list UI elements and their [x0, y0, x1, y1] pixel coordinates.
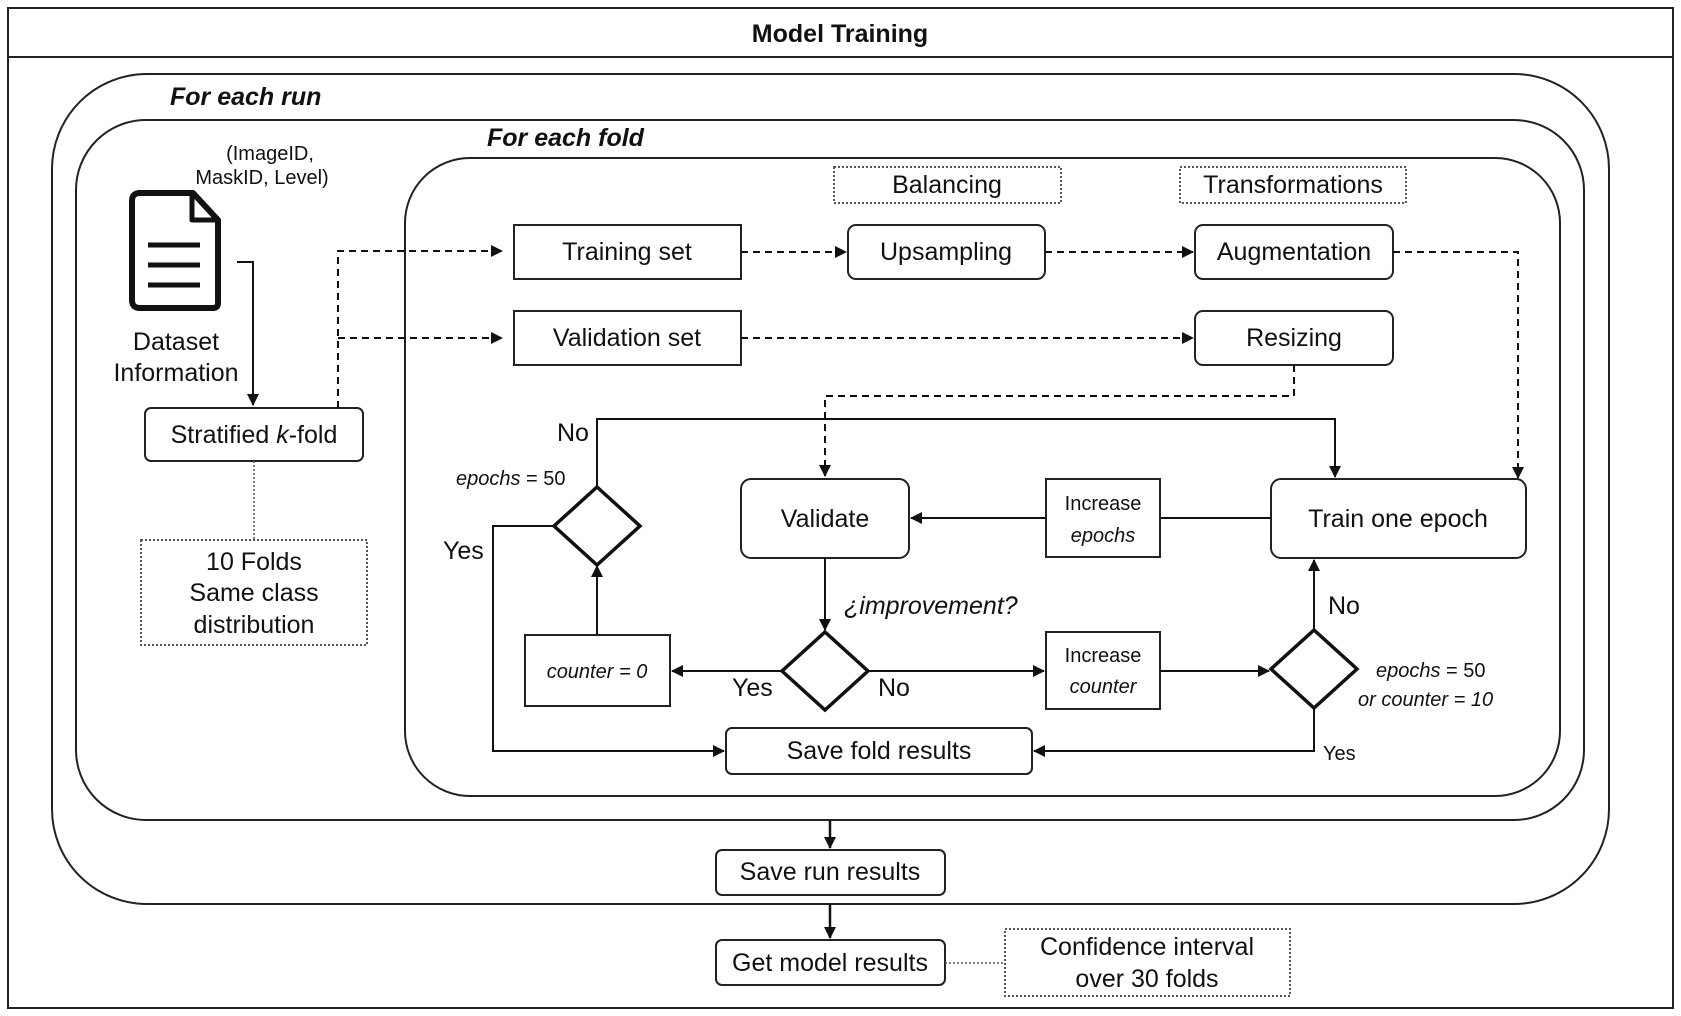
fold-pipeline-region [404, 157, 1561, 797]
get-model-results-label: Get model results [732, 949, 928, 977]
training-set-label: Training set [562, 238, 692, 266]
stop-check-label-line2: or counter = 10 [1358, 689, 1493, 711]
save-run-results-node [715, 849, 946, 896]
epochs-check-decision [551, 484, 643, 568]
kfold-to-training-arrow [337, 245, 503, 408]
save-fold-results-label: Save fold results [787, 737, 972, 765]
upsampling-label: Upsampling [880, 238, 1012, 266]
stop-check-label-line1: epochs = 50 [1376, 660, 1486, 682]
folds-note [140, 539, 368, 646]
improvement-decision [779, 629, 871, 713]
dataset-fields-line1: (ImageID, [226, 143, 314, 165]
augmentation-label: Augmentation [1217, 238, 1371, 266]
transformations-label-box [1179, 166, 1407, 204]
balancing-label-box [833, 166, 1062, 204]
epochs-check-yes-label: Yes [443, 537, 484, 565]
validation-set-label: Validation set [553, 324, 701, 352]
diagram-title: Model Training [752, 20, 928, 48]
resizing-to-validate-arrow [819, 365, 1295, 477]
epochs-check-no-arrow [596, 418, 1341, 487]
improvement-no-label: No [878, 674, 910, 702]
dataset-to-kfold-arrow [237, 261, 259, 406]
run-region-label: For each run [170, 83, 321, 111]
validation-set-node [513, 310, 742, 366]
training-set-node [513, 224, 742, 280]
augmentation-to-train-arrow [1393, 251, 1524, 479]
stop-check-yes-arrow [1033, 708, 1315, 757]
outer-frame [7, 7, 1674, 1009]
save-run-results-label: Save run results [740, 858, 921, 886]
stop-check-yes-label: Yes [1323, 743, 1356, 765]
increase-counter-line2: counter [1070, 676, 1138, 698]
dataset-label-line1: Dataset [133, 328, 219, 356]
folds-note-line2: Same class [189, 579, 318, 607]
folds-note-line3: distribution [194, 611, 315, 639]
fold-region-label: For each fold [487, 124, 645, 152]
increase-counter-node [1045, 631, 1161, 710]
improvement-question: ¿improvement? [844, 592, 1018, 620]
increase-counter-line1: Increase [1065, 645, 1142, 667]
increase-epochs-node [1045, 478, 1161, 558]
train-one-epoch-label: Train one epoch [1308, 505, 1488, 533]
epochs-check-label: epochs = 50 [456, 468, 566, 490]
dataset-label-line2: Information [113, 359, 238, 387]
stratified-kfold-label: Stratified k-fold [171, 421, 338, 449]
increase-epochs-line1: Increase [1065, 493, 1142, 515]
counter-reset-label: counter = 0 [547, 661, 648, 683]
resizing-label: Resizing [1246, 324, 1342, 352]
improvement-yes-label: Yes [732, 674, 773, 702]
validate-label: Validate [781, 505, 870, 533]
stop-check-decision [1268, 627, 1360, 711]
stop-check-no-label: No [1328, 592, 1360, 620]
increase-epochs-line2: epochs [1071, 525, 1136, 547]
balancing-label: Balancing [892, 171, 1002, 199]
document-icon [129, 190, 221, 311]
epochs-check-no-label: No [557, 419, 589, 447]
epochs-check-yes-arrow [492, 525, 725, 757]
save-fold-results-node [725, 727, 1033, 775]
counter-reset-node [524, 634, 671, 707]
dataset-fields-line2: MaskID, Level) [195, 167, 328, 189]
transformations-label: Transformations [1203, 171, 1383, 199]
confidence-note-line1: Confidence interval [1040, 933, 1254, 961]
confidence-note-line2: over 30 folds [1075, 965, 1218, 993]
folds-note-line1: 10 Folds [206, 548, 302, 576]
